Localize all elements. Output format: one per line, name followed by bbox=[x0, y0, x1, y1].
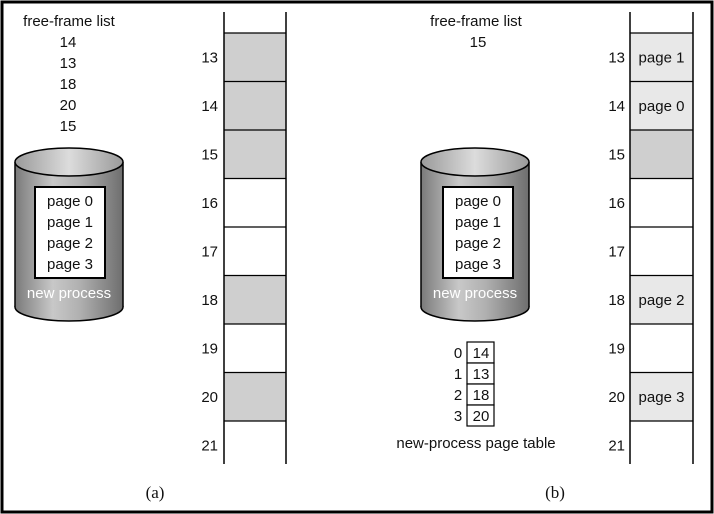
page-table-index: 2 bbox=[454, 387, 462, 404]
frame-number: 13 bbox=[608, 49, 625, 66]
disk-page-label: page 2 bbox=[455, 235, 501, 252]
page-table: 0 1 2 3 14 13 18 20 new-process page tab… bbox=[396, 341, 556, 452]
caption-b: (b) bbox=[545, 483, 565, 502]
page-table-frame: 13 bbox=[473, 366, 490, 383]
disk-page-label: page 3 bbox=[455, 256, 501, 273]
frame-number: 20 bbox=[608, 389, 625, 406]
memory-frame bbox=[630, 275, 693, 324]
page-table-index: 3 bbox=[454, 408, 462, 425]
memory-frame bbox=[630, 421, 693, 464]
page-table-cell bbox=[466, 404, 495, 427]
memory-frame bbox=[224, 324, 286, 373]
page-table-frame: 14 bbox=[473, 345, 490, 362]
memory-frame bbox=[630, 178, 693, 227]
disk-a: page 0 page 1 page 2 page 3 new process bbox=[14, 147, 124, 322]
frame-number: 19 bbox=[608, 340, 625, 357]
disk-label-a: new process bbox=[27, 285, 111, 302]
disk-label-b: new process bbox=[433, 285, 517, 302]
free-frame-list-title-a: free-frame list bbox=[23, 13, 116, 30]
frame-number: 14 bbox=[201, 98, 218, 115]
disk-page-label: page 3 bbox=[47, 256, 93, 273]
page-table-label: new-process page table bbox=[396, 435, 555, 452]
frame-number: 18 bbox=[201, 292, 218, 309]
disk-page-label: page 2 bbox=[47, 235, 93, 252]
frame-column-b: 13 page 1 14 page 0 15 16 17 18 page 2 19 20 page 3… bbox=[608, 12, 694, 464]
frame-number: 17 bbox=[201, 243, 218, 260]
page-table-frame: 20 bbox=[473, 408, 490, 425]
free-frame-item: 18 bbox=[60, 76, 77, 93]
process-pages-box-a bbox=[34, 186, 106, 279]
free-frame-list-a: 14 13 18 20 15 bbox=[60, 34, 77, 135]
disk-b: page 0 page 1 page 2 page 3 new process bbox=[420, 147, 530, 322]
frame-number: 20 bbox=[201, 389, 218, 406]
free-frame-item: 13 bbox=[60, 55, 77, 72]
free-frame-item: 14 bbox=[60, 34, 77, 51]
frame-number: 17 bbox=[608, 243, 625, 260]
memory-frame bbox=[224, 421, 286, 464]
frame-content: page 3 bbox=[639, 389, 685, 406]
free-frame-list-title-b: free-frame list bbox=[430, 13, 523, 30]
page-table-index: 1 bbox=[454, 366, 462, 383]
frame-number: 16 bbox=[201, 195, 218, 212]
frame-column-a: 13 14 15 16 17 18 19 20 21 bbox=[201, 12, 287, 464]
frame-content: page 2 bbox=[639, 292, 685, 309]
frame-content: page 0 bbox=[639, 98, 685, 115]
disk-top bbox=[14, 147, 124, 177]
page-table-index: 0 bbox=[454, 345, 462, 362]
frame-content: page 1 bbox=[639, 49, 685, 66]
memory-frame bbox=[224, 130, 286, 179]
page-table-frame: 18 bbox=[473, 387, 490, 404]
memory-frame bbox=[224, 81, 286, 130]
memory-frame bbox=[224, 275, 286, 324]
caption-a: (a) bbox=[146, 483, 165, 502]
frame-number: 21 bbox=[201, 437, 218, 454]
free-frame-item: 15 bbox=[470, 34, 487, 51]
panel-a: free-frame list 14 13 18 20 15 page 0 pa… bbox=[14, 12, 287, 502]
disk-page-label: page 0 bbox=[455, 193, 501, 210]
frame-number: 19 bbox=[201, 340, 218, 357]
frame-number: 15 bbox=[608, 146, 625, 163]
memory-frame bbox=[630, 130, 693, 179]
frame-number: 14 bbox=[608, 98, 625, 115]
frame-number: 16 bbox=[608, 195, 625, 212]
memory-frame bbox=[630, 324, 693, 373]
frame-number: 18 bbox=[608, 292, 625, 309]
memory-frame bbox=[630, 372, 693, 421]
process-pages-box-b bbox=[442, 186, 514, 279]
free-frame-item: 20 bbox=[60, 97, 77, 114]
memory-frame bbox=[224, 227, 286, 276]
disk-top bbox=[420, 147, 530, 177]
memory-frame bbox=[630, 227, 693, 276]
frame-number: 21 bbox=[608, 437, 625, 454]
disk-page-label: page 1 bbox=[47, 214, 93, 231]
disk-page-label: page 1 bbox=[455, 214, 501, 231]
free-frame-item: 15 bbox=[60, 118, 77, 135]
memory-frame bbox=[630, 33, 693, 82]
frame-number: 13 bbox=[201, 49, 218, 66]
disk-page-label: page 0 bbox=[47, 193, 93, 210]
panel-b: free-frame list 15 page 0 page 1 page 2 … bbox=[396, 12, 694, 502]
memory-frame bbox=[224, 33, 286, 82]
memory-frame bbox=[224, 372, 286, 421]
memory-frame bbox=[224, 178, 286, 227]
memory-frame bbox=[630, 81, 693, 130]
frame-number: 15 bbox=[201, 146, 218, 163]
